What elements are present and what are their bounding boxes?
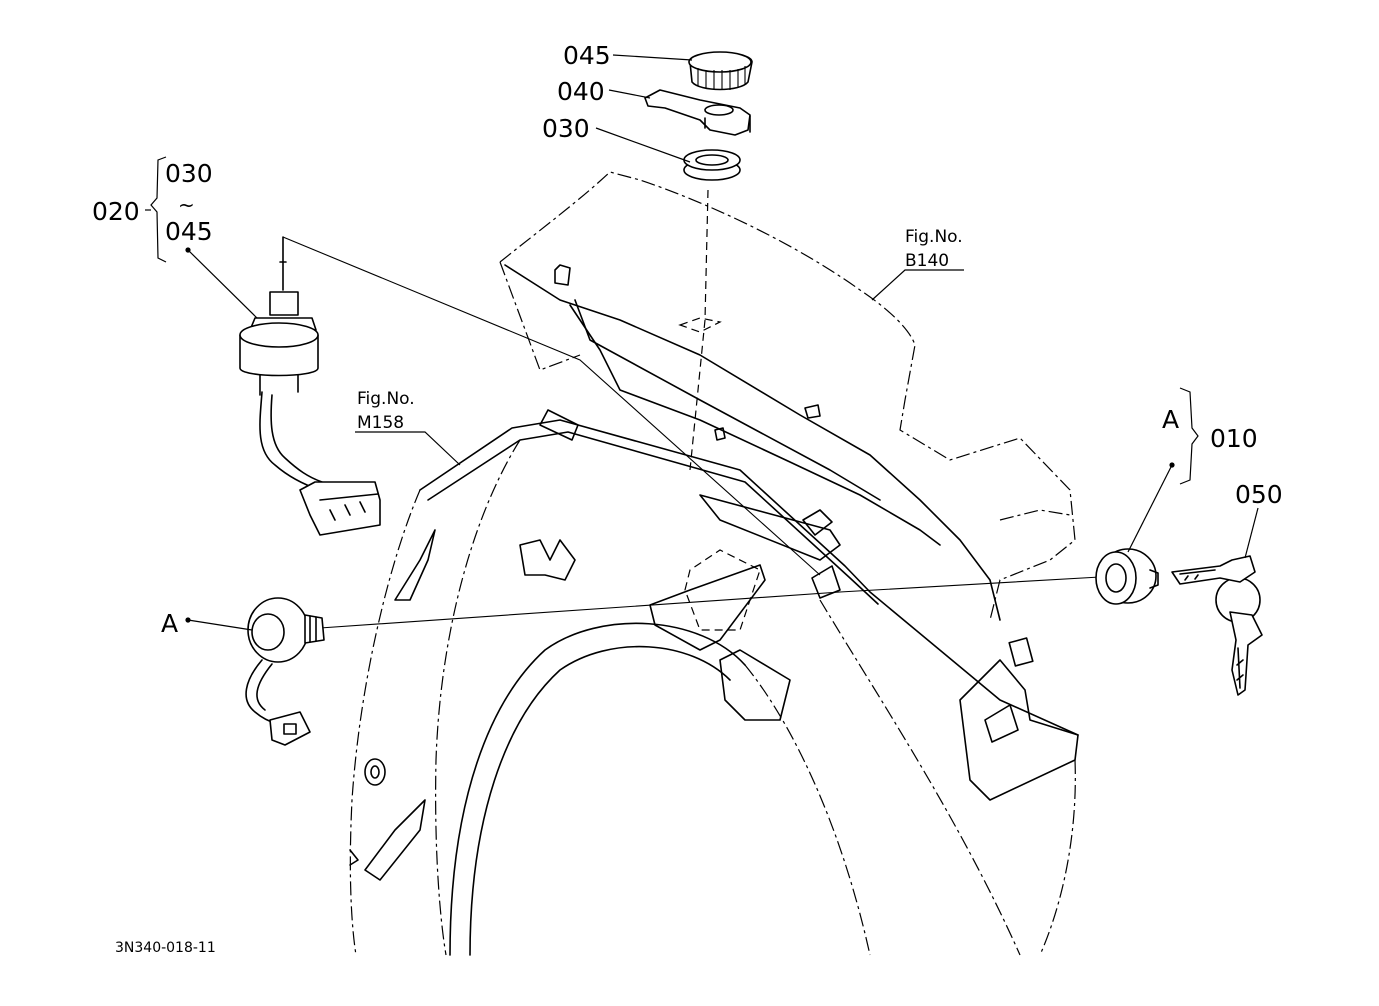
connector-switch-icon <box>245 597 325 746</box>
callout-030: 030 <box>542 114 590 143</box>
key-set-icon <box>1171 555 1263 696</box>
leader-lines <box>185 54 1259 631</box>
callout-a-right: A <box>1162 405 1179 434</box>
ref-m158-number: M158 <box>357 413 404 433</box>
callout-010: 010 <box>1210 424 1258 453</box>
ref-b140-label: Fig.No. <box>905 227 963 247</box>
assembly-line-switch <box>282 236 821 576</box>
callout-050: 050 <box>1235 480 1283 509</box>
callout-020-to: 045 <box>165 217 213 246</box>
callout-020: 020 <box>92 197 140 226</box>
lever-arm-icon <box>644 89 751 136</box>
axis-line-upper <box>689 189 709 471</box>
figure-id: 3N340-018-11 <box>115 940 216 956</box>
phantom-switch-position <box>684 549 761 631</box>
callout-a-left: A <box>161 609 178 638</box>
callout-020-from: 030 <box>165 159 213 188</box>
callout-045: 045 <box>563 41 611 70</box>
assembly-line-cylinder <box>319 576 1101 629</box>
knob-cap-icon <box>688 51 753 91</box>
callout-040: 040 <box>557 77 605 106</box>
nut-ring-icon <box>683 149 741 181</box>
callout-020-range: ~ <box>178 193 195 217</box>
ref-b140-number: B140 <box>905 251 949 271</box>
steering-column-panel-icon <box>349 409 1079 956</box>
ref-m158-label: Fig.No. <box>357 389 415 409</box>
bracket-010 <box>1179 387 1199 485</box>
bracket-020 <box>145 156 167 263</box>
key-cylinder-icon <box>1095 548 1159 605</box>
dashboard-cover-icon <box>499 171 1076 621</box>
key-switch-icon <box>239 236 381 536</box>
